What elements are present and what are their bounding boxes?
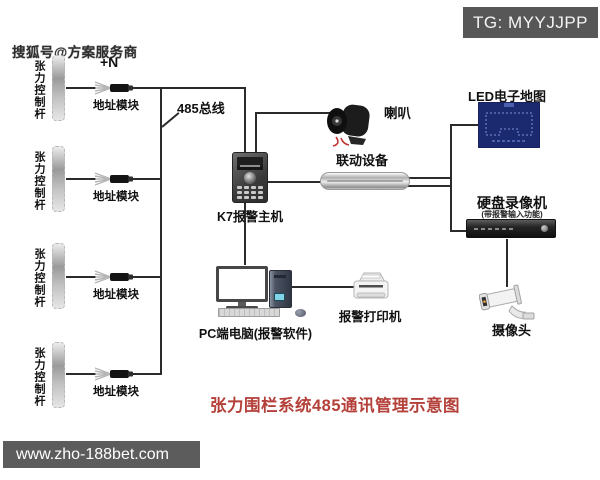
horn-label: 喇叭 [384, 106, 411, 121]
wire-to-dvr [450, 230, 468, 232]
alarm-host-label: K7报警主机 [217, 210, 283, 224]
wire-pole2-module [66, 178, 96, 180]
cctv-camera-icon [479, 284, 535, 320]
wire-horn-vertical [255, 112, 257, 153]
linkage-label: 联动设备 [336, 153, 389, 168]
wire-module2-bus [131, 178, 162, 180]
pc-keyboard-icon [218, 308, 280, 317]
k7-keypad [233, 186, 267, 199]
tension-pole-icon [52, 243, 65, 309]
bus-485-label: 485总线 [177, 101, 225, 116]
dvr-knob [541, 225, 548, 232]
wire-485-bus-vertical [160, 87, 162, 375]
wire-linkage-right-upper [406, 177, 452, 179]
pole-label: 张力控制杆 [33, 347, 45, 407]
pc-monitor-base [226, 306, 258, 309]
led-map-icon [478, 102, 540, 148]
wire-linkage-right-lower [406, 185, 452, 187]
wire-host-linkage [268, 181, 322, 183]
address-module-icon [94, 172, 133, 186]
pc-monitor-icon [216, 266, 268, 302]
printer-label: 报警打印机 [338, 310, 402, 324]
wire-module1-to-corner [131, 87, 246, 89]
k7-screen [237, 157, 263, 170]
wire-pole1-module [66, 87, 96, 89]
pole-label: 张力控制杆 [33, 60, 45, 120]
pc-mouse-icon [295, 309, 306, 317]
wire-right-vertical [450, 124, 452, 232]
wire-host-pc [244, 203, 246, 265]
wire-pole3-module [66, 276, 96, 278]
plus-n-label: +N [100, 54, 119, 70]
pole-label: 张力控制杆 [33, 151, 45, 211]
address-module-icon [94, 81, 133, 95]
address-module-label: 地址模块 [93, 100, 139, 112]
tension-pole-icon [52, 55, 65, 121]
k7-alarm-host-icon [232, 152, 268, 203]
pc-monitor-stand [238, 302, 246, 307]
pc-label: PC端电脑(报警软件) [198, 327, 313, 341]
address-module-label: 地址模块 [93, 289, 139, 301]
website-bar: www.zho-188bet.com [3, 441, 200, 468]
address-module-label: 地址模块 [93, 191, 139, 203]
dvr-note-label: (带报警输入功能) [481, 210, 543, 219]
wire-dvr-camera [506, 239, 508, 287]
dvr-icon [466, 219, 556, 238]
camera-label: 摄像头 [492, 323, 532, 338]
pc-tower-icon [269, 270, 292, 308]
wire-corner-to-host [244, 87, 246, 153]
linkage-device-icon [320, 172, 410, 190]
wire-module3-bus [131, 276, 162, 278]
wire-module4-bus [131, 373, 162, 375]
address-module-icon [94, 270, 133, 284]
tension-pole-icon [52, 146, 65, 212]
diagram-title: 张力围栏系统485通讯管理示意图 [209, 397, 461, 415]
tg-contact-badge: TG: MYYJJPP [463, 7, 598, 38]
horn-speaker-icon [327, 104, 370, 147]
k7-dial [244, 172, 256, 184]
wire-pole4-module [66, 373, 96, 375]
wire-to-ledmap [450, 124, 480, 126]
tension-pole-icon [52, 342, 65, 408]
wire-horn-horizontal [256, 112, 334, 114]
dvr-label: 硬盘录像机 [477, 195, 547, 211]
printer-icon [353, 272, 389, 299]
address-module-icon [94, 367, 133, 381]
pole-label: 张力控制杆 [33, 248, 45, 308]
address-module-label: 地址模块 [93, 386, 139, 398]
led-map-label: LED电子地图 [468, 89, 547, 104]
wire-pc-printer [292, 286, 354, 288]
watermark-text: 搜狐号@方案服务商 [12, 45, 138, 60]
